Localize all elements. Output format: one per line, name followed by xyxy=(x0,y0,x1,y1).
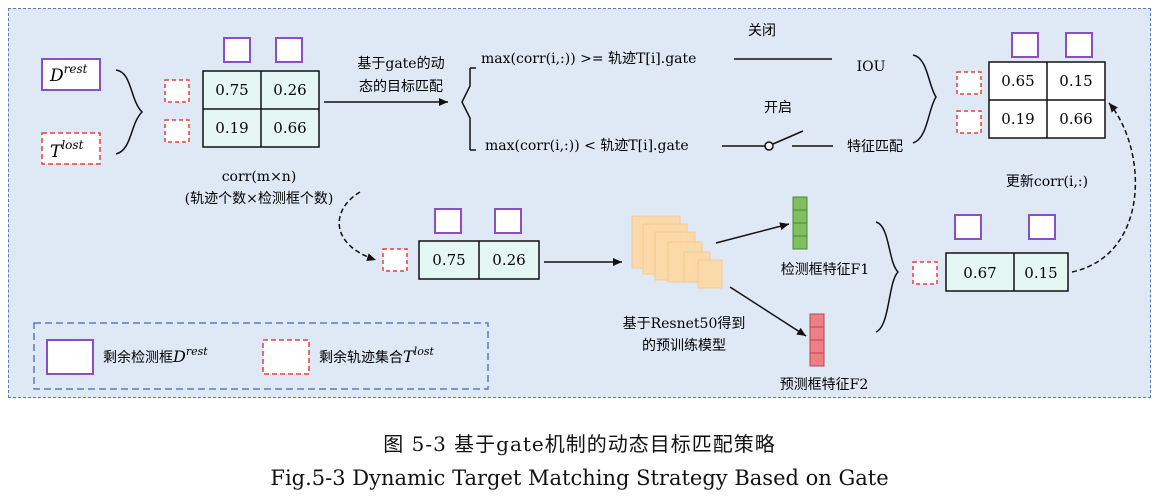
track-row-icon xyxy=(164,119,190,143)
corr-matrix: 0.75 0.26 0.19 0.66 xyxy=(202,70,320,148)
row-cell: 0.15 xyxy=(1024,264,1057,282)
switch-open-label: 开启 xyxy=(764,100,792,116)
legend-box xyxy=(33,322,489,390)
matrix-cell: 0.19 xyxy=(1001,110,1034,128)
model-label: 基于Resnet50得到 xyxy=(623,315,746,332)
diagram-canvas: Drest Tlost 0.75 0.26 0.19 0.66 corr(m×n… xyxy=(33,23,1137,393)
row-cell: 0.26 xyxy=(492,251,525,269)
figure-caption-english: Fig.5-3 Dynamic Target Matching Strategy… xyxy=(270,466,889,490)
arrow xyxy=(729,286,807,337)
track-row-icon xyxy=(164,79,190,103)
resnet-model-icon xyxy=(631,215,723,289)
update-arrow xyxy=(1071,102,1137,273)
update-label: 更新corr(i,:) xyxy=(1006,174,1088,190)
iou-label: IOU xyxy=(857,59,886,75)
det-col-icon xyxy=(1028,214,1056,240)
det-col-icon xyxy=(275,37,303,63)
matrix-cell: 0.65 xyxy=(1001,72,1034,90)
legend-det-swatch xyxy=(46,339,94,375)
feature-f1-bar xyxy=(792,196,808,250)
track-row-icon xyxy=(956,71,982,95)
arrow xyxy=(715,222,790,244)
feature-match-label: 特征匹配 xyxy=(847,139,903,155)
det-col-icon xyxy=(223,37,251,63)
feature-f2-label: 预测框特征F2 xyxy=(780,377,869,393)
t-lost-box xyxy=(41,132,101,165)
legend-det-label: 剩余检测框Drest xyxy=(103,345,208,366)
branch-title: 基于gate的动 xyxy=(357,55,444,72)
track-row-icon xyxy=(912,261,938,285)
corr-row: 0.75 0.26 xyxy=(418,240,540,280)
branch-title: 态的目标匹配 xyxy=(359,79,443,95)
result-brace xyxy=(912,54,937,144)
matrix-sublabel: (轨迹个数×检测框个数) xyxy=(185,191,334,207)
d-rest-label: Drest xyxy=(49,62,88,86)
updated-corr-matrix: 0.65 0.15 0.19 0.66 xyxy=(988,61,1106,139)
d-rest-box xyxy=(41,58,101,91)
upper-condition: max(corr(i,:)) >= 轨迹T[i].gate xyxy=(481,51,696,67)
matrix-cell: 0.66 xyxy=(273,119,306,137)
model-label: 的预训练模型 xyxy=(642,338,726,354)
det-col-icon xyxy=(434,208,462,234)
matrix-cell: 0.19 xyxy=(215,119,248,137)
track-row-icon xyxy=(956,110,982,134)
det-col-icon xyxy=(954,214,982,240)
switch-closed-label: 关闭 xyxy=(748,23,776,39)
updated-corr-row: 0.67 0.15 xyxy=(945,252,1069,292)
lower-condition: max(corr(i,:)) < 轨迹T[i].gate xyxy=(485,138,689,154)
branch-bracket xyxy=(461,67,476,151)
matrix-cell: 0.66 xyxy=(1059,110,1092,128)
det-col-icon xyxy=(494,208,522,234)
feature-f2-bar xyxy=(809,313,825,367)
open-switch xyxy=(722,130,833,151)
det-col-icon xyxy=(1065,32,1093,58)
feature-f1-label: 检测框特征F1 xyxy=(781,262,870,278)
row-cell: 0.75 xyxy=(432,251,465,269)
row-cell: 0.67 xyxy=(963,264,996,282)
feature-brace xyxy=(875,221,900,333)
track-row-icon xyxy=(382,248,408,272)
legend-trk-label: 剩余轨迹集合Tlost xyxy=(319,345,434,366)
figure-caption-chinese: 图 5-3 基于gate机制的动态目标匹配策略 xyxy=(383,432,776,456)
det-col-icon xyxy=(1011,32,1039,58)
matrix-cell: 0.26 xyxy=(273,81,306,99)
legend-trk-swatch xyxy=(262,339,310,375)
t-lost-label: Tlost xyxy=(50,138,84,162)
matrix-cell: 0.15 xyxy=(1059,72,1092,90)
matrix-cell: 0.75 xyxy=(215,81,248,99)
dashed-flow-arrow xyxy=(338,191,377,262)
matrix-label: corr(m×n) xyxy=(222,169,297,185)
input-brace xyxy=(115,69,144,155)
